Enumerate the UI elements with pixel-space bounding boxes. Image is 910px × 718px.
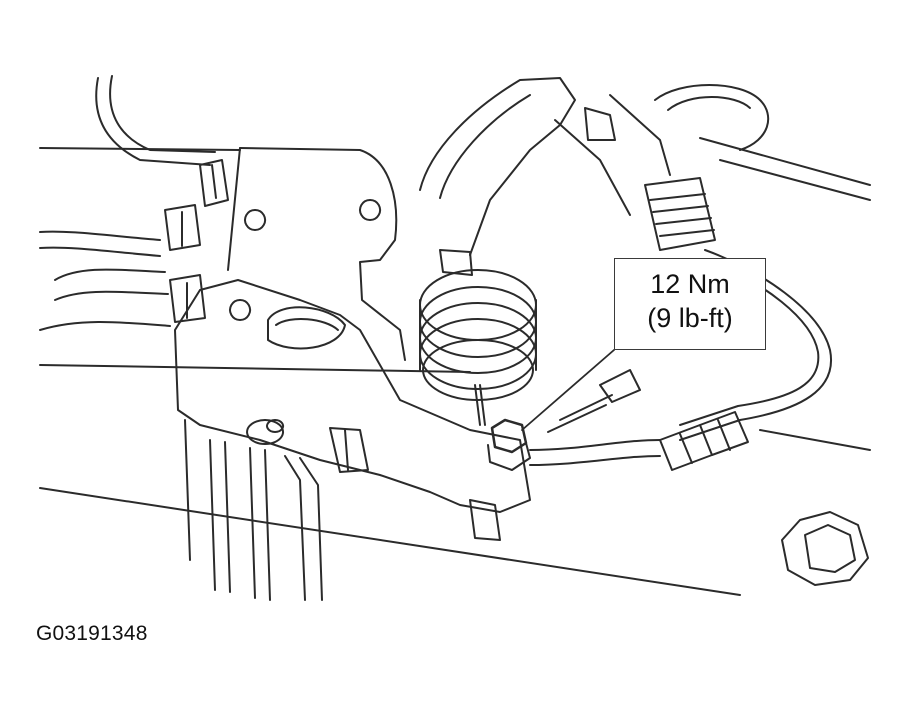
hex-nut xyxy=(781,511,869,586)
coil-spring xyxy=(419,269,537,401)
threaded-fitting-rear xyxy=(644,177,716,251)
torque-callout: 12 Nm (9 lb-ft) xyxy=(614,258,766,350)
bracket-plate xyxy=(227,147,406,361)
torque-metric-label: 12 Nm xyxy=(650,269,730,299)
coupler-right xyxy=(659,411,749,471)
lines-lower xyxy=(184,419,323,601)
frame-rail xyxy=(39,137,871,596)
bolt-12nm xyxy=(474,384,531,471)
linkage-arm xyxy=(419,77,671,276)
brake-lines-upper-left xyxy=(39,75,216,331)
figure-id-label: G03191348 xyxy=(36,622,148,645)
torque-imperial-label: (9 lb-ft) xyxy=(647,303,733,333)
callout-leader-line xyxy=(521,349,615,431)
fittings-left xyxy=(164,159,229,323)
valve-body xyxy=(174,279,531,541)
